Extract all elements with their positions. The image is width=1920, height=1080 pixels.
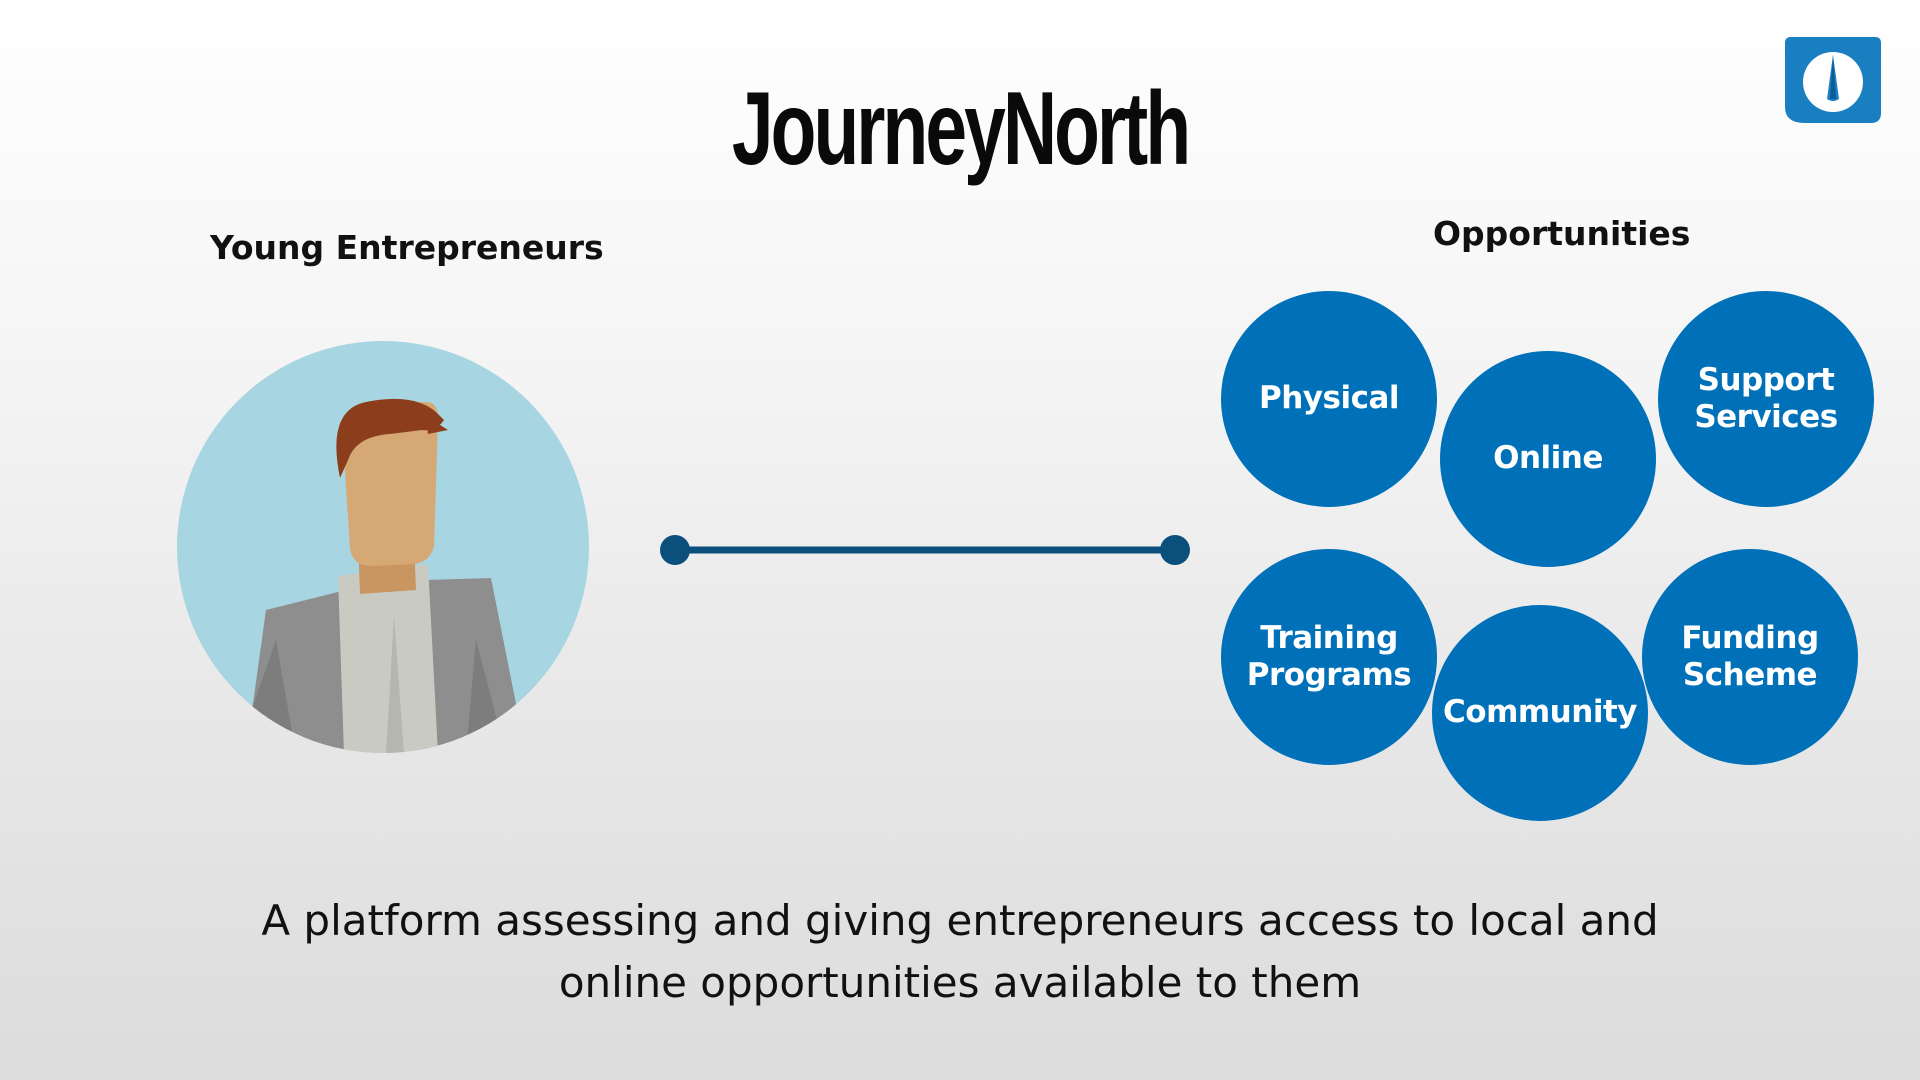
compass-logo-icon — [1785, 37, 1881, 123]
connector-line — [660, 535, 1190, 565]
page-title: JourneyNorth — [731, 71, 1191, 187]
opportunities-label: Opportunities — [1433, 214, 1691, 253]
opportunity-label: Community — [1443, 694, 1637, 731]
entrepreneur-avatar-icon — [177, 341, 589, 753]
opportunity-label: Physical — [1259, 380, 1400, 417]
opportunity-label: Support Services — [1694, 361, 1838, 435]
young-entrepreneurs-label: Young Entrepreneurs — [210, 228, 604, 267]
opportunity-funding-scheme: Funding Scheme — [1642, 549, 1858, 765]
opportunity-community: Community — [1432, 605, 1648, 821]
opportunity-physical: Physical — [1221, 291, 1437, 507]
opportunity-label: Online — [1493, 440, 1603, 477]
platform-description: A platform assessing and giving entrepre… — [261, 896, 1659, 1007]
opportunity-label: Funding Scheme — [1681, 619, 1819, 693]
opportunity-training-programs: Training Programs — [1221, 549, 1437, 765]
opportunity-support-services: Support Services — [1658, 291, 1874, 507]
opportunity-online: Online — [1440, 351, 1656, 567]
opportunity-label: Training Programs — [1246, 619, 1412, 693]
